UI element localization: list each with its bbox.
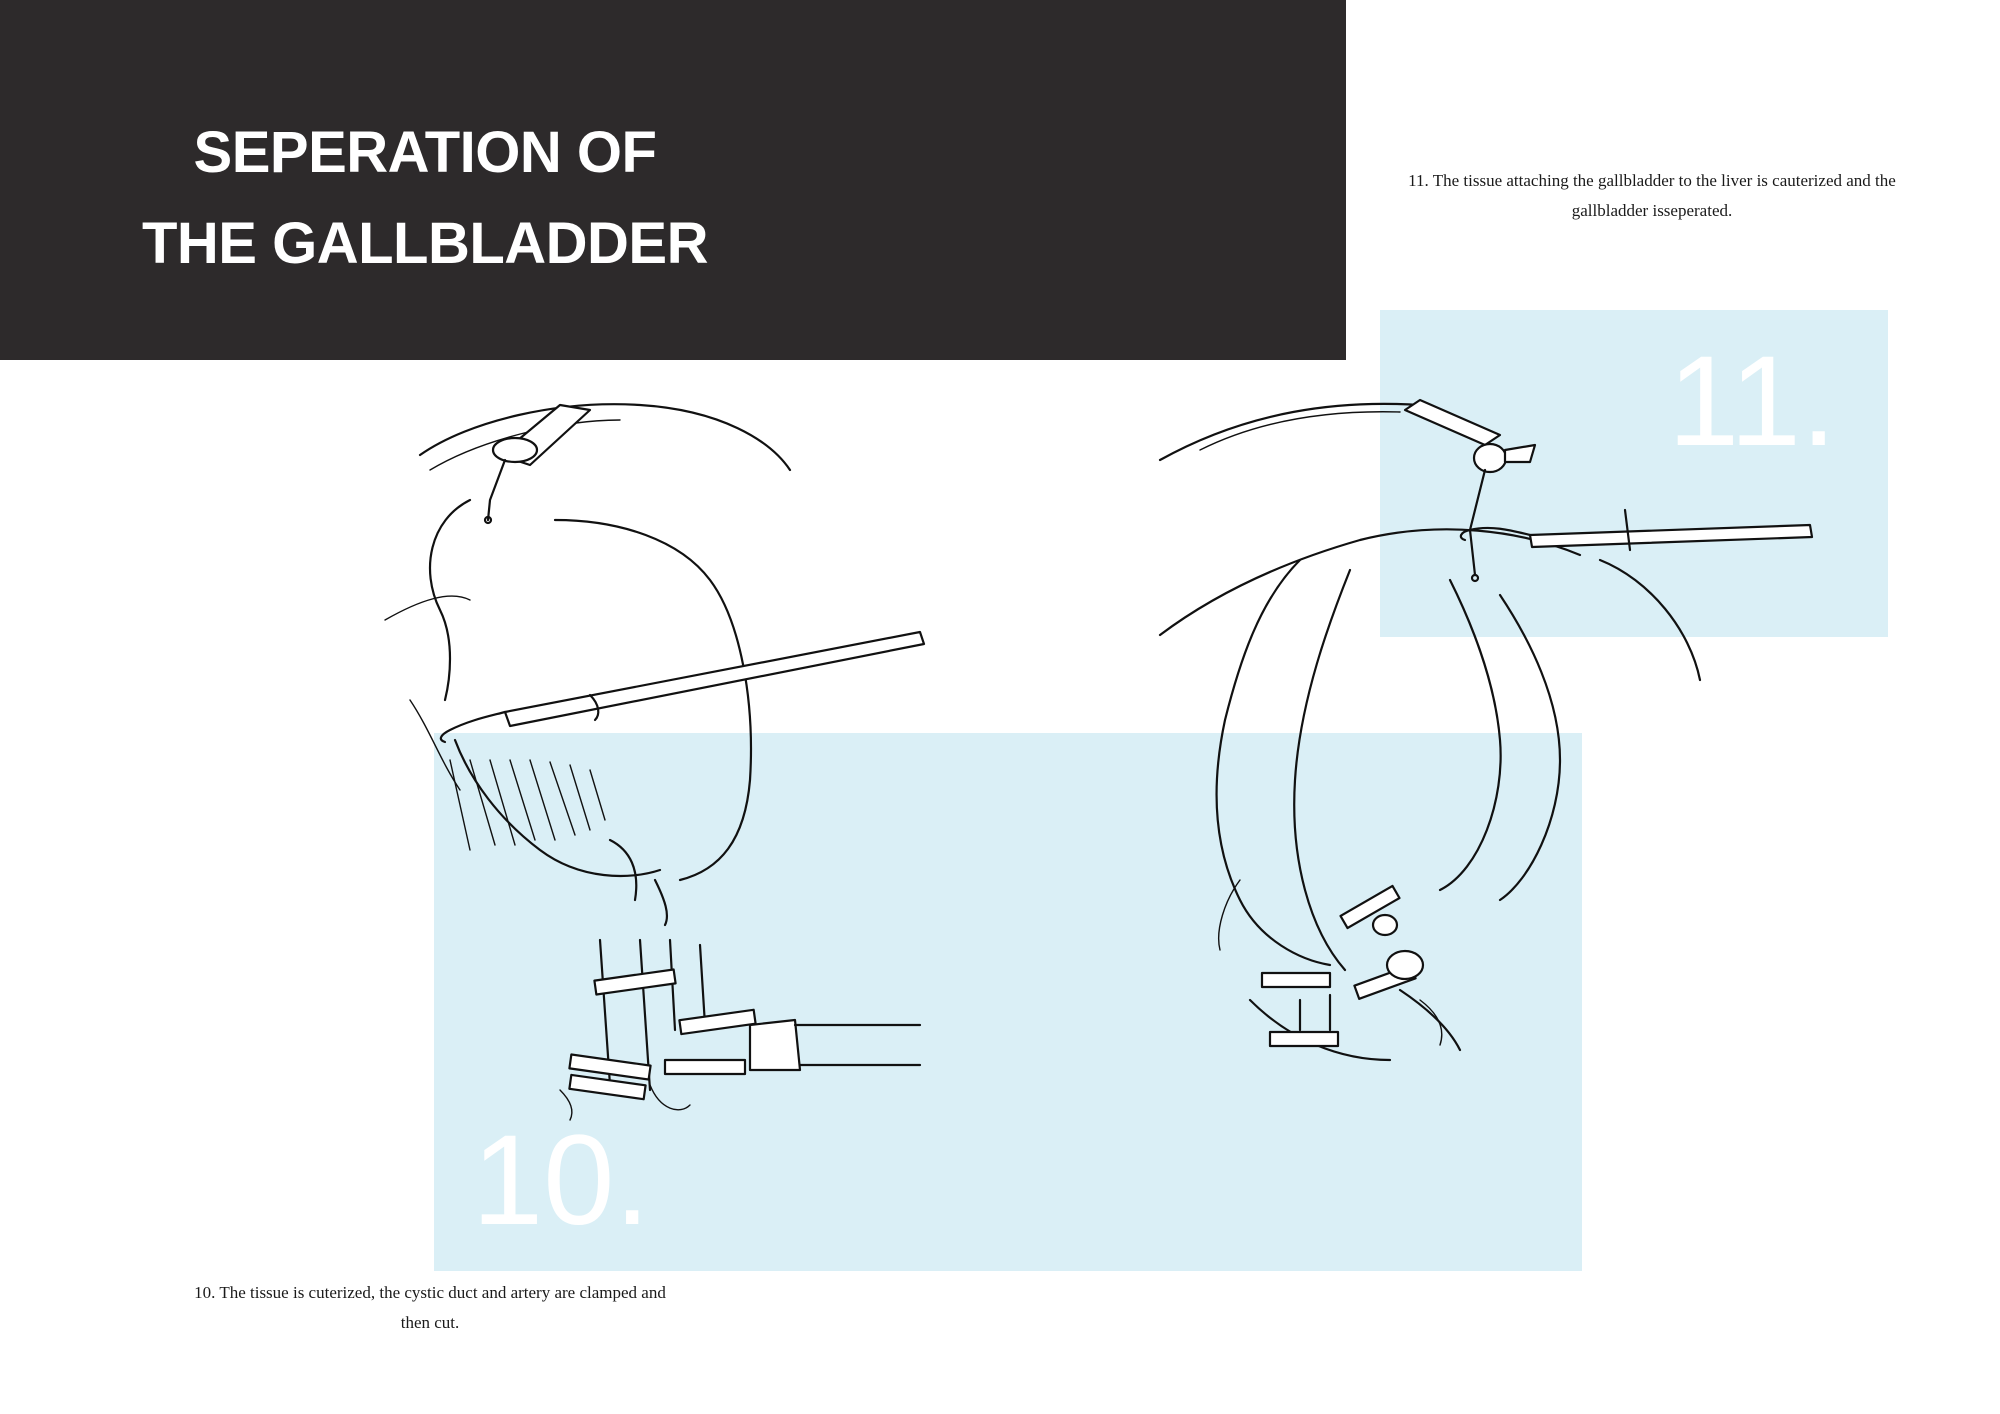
step-11-panel: [1380, 310, 1888, 637]
step-10-caption-line-1: 10. The tissue is cuterized, the cystic …: [194, 1283, 666, 1302]
step-10-number: 10.: [472, 1109, 650, 1252]
step-11-caption-line-2: gallbladder isseperated.: [1571, 201, 1733, 220]
step-11-caption-line-1: 11. The tissue attaching the gallbladder…: [1408, 171, 1896, 190]
step-10-caption: 10. The tissue is cuterized, the cystic …: [160, 1278, 700, 1338]
illustration-step-10: [384, 403, 926, 1121]
step-10-panel: [434, 733, 1582, 1271]
title-block: SEPERATION OF THE GALLBLADDER: [0, 0, 1346, 360]
illustration-step-11: [1158, 398, 1814, 1062]
page-title-line-1: SEPERATION OF: [193, 120, 657, 185]
step-11-caption: 11. The tissue attaching the gallbladder…: [1372, 166, 1932, 226]
page-title-line-2: THE GALLBLADDER: [141, 211, 709, 276]
step-10-caption-line-2: then cut.: [400, 1313, 460, 1332]
step-11-number: 11.: [1668, 330, 1837, 473]
